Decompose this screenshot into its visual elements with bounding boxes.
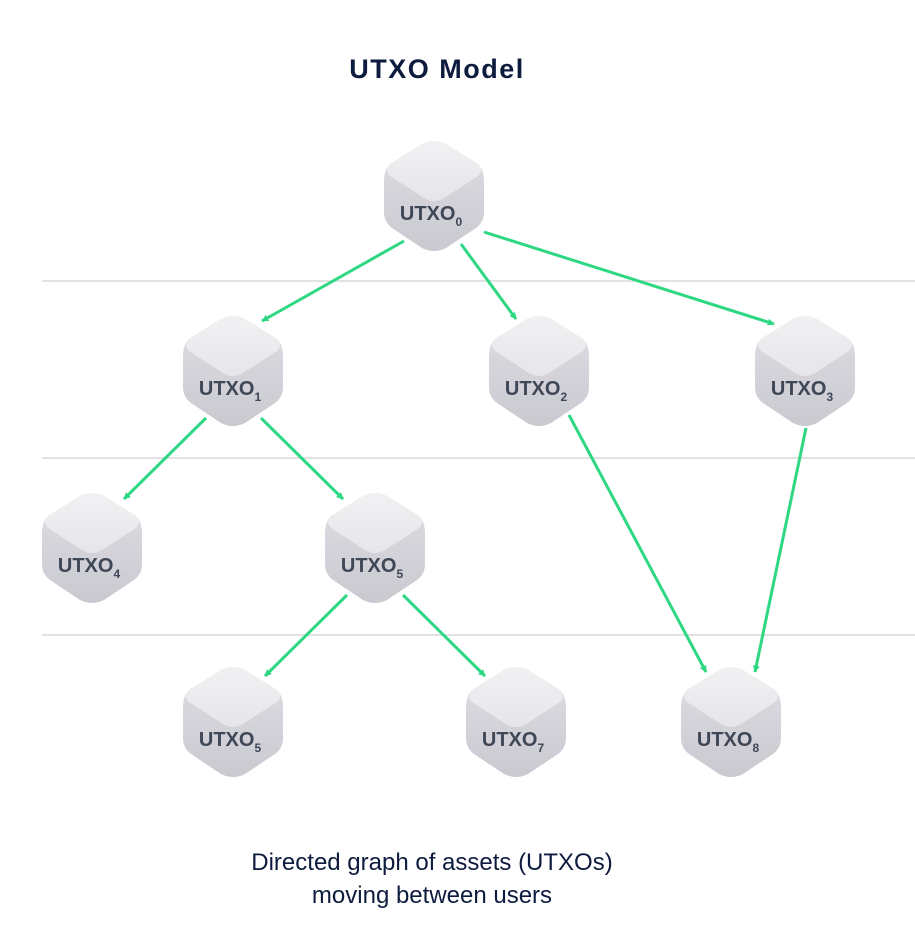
node-label: UTXO4 [58, 555, 121, 581]
node-label-subscript: 2 [560, 390, 567, 404]
node-label-base: UTXO [482, 729, 538, 751]
node-label: UTXO8 [697, 729, 760, 755]
node-cube-top [45, 493, 139, 553]
node-label-subscript: 5 [396, 567, 403, 581]
node-label: UTXO5 [199, 729, 262, 755]
node-label-base: UTXO [505, 378, 561, 400]
diagram-title: UTXO Model [349, 54, 525, 84]
node-label-base: UTXO [341, 555, 397, 577]
edge-arrow-n0-n2 [459, 243, 518, 320]
edge-arrow-n1-n5 [259, 416, 345, 501]
edge-arrow-n3-n8 [752, 427, 808, 673]
node-cube-top [387, 141, 481, 201]
node-cube-top [186, 667, 280, 727]
utxo-node-n2: UTXO2 [489, 316, 589, 426]
node-cube-top [328, 493, 422, 553]
edge-arrow-n5-n6 [263, 593, 349, 678]
utxo-node-n4: UTXO4 [42, 493, 142, 603]
utxo-node-n1: UTXO1 [183, 316, 283, 426]
node-label-base: UTXO [697, 729, 753, 751]
node-label: UTXO5 [341, 555, 404, 581]
node-label: UTXO3 [771, 378, 834, 404]
node-label-base: UTXO [400, 203, 456, 225]
utxo-node-n5: UTXO5 [325, 493, 425, 603]
utxo-node-n6: UTXO5 [183, 667, 283, 777]
node-cube-top [186, 316, 280, 376]
node-label: UTXO0 [400, 203, 463, 229]
caption-line-2: moving between users [311, 882, 553, 909]
node-cube-top [469, 667, 563, 727]
edge-arrow-n0-n1 [261, 239, 405, 323]
utxo-node-n8: UTXO8 [681, 667, 781, 777]
node-cube-top [758, 316, 852, 376]
utxo-node-n0: UTXO0 [384, 141, 484, 251]
node-label: UTXO1 [199, 378, 262, 404]
node-label-base: UTXO [771, 378, 827, 400]
node-label-subscript: 3 [826, 390, 833, 404]
utxo-node-n7: UTXO7 [466, 667, 566, 777]
node-label-subscript: 4 [113, 567, 120, 581]
node-label-base: UTXO [58, 555, 114, 577]
caption-line-1: Directed graph of assets (UTXOs) [251, 849, 613, 876]
edge-arrow-n1-n4 [122, 416, 208, 501]
node-label: UTXO7 [482, 729, 545, 755]
edge-arrow-n5-n7 [401, 593, 487, 678]
edges-layer [122, 230, 808, 678]
node-cube-top [492, 316, 586, 376]
edge-arrow-n0-n3 [483, 230, 775, 326]
node-label-base: UTXO [199, 729, 255, 751]
node-label-base: UTXO [199, 378, 255, 400]
node-cube-top [684, 667, 778, 727]
edge-arrow-n2-n8 [567, 414, 708, 673]
node-label-subscript: 1 [254, 390, 261, 404]
node-label-subscript: 7 [537, 741, 544, 755]
node-label: UTXO2 [505, 378, 568, 404]
node-label-subscript: 0 [455, 215, 462, 229]
diagram-caption: Directed graph of assets (UTXOs) moving … [0, 846, 864, 912]
node-label-subscript: 8 [752, 741, 759, 755]
node-label-subscript: 5 [254, 741, 261, 755]
utxo-node-n3: UTXO3 [755, 316, 855, 426]
